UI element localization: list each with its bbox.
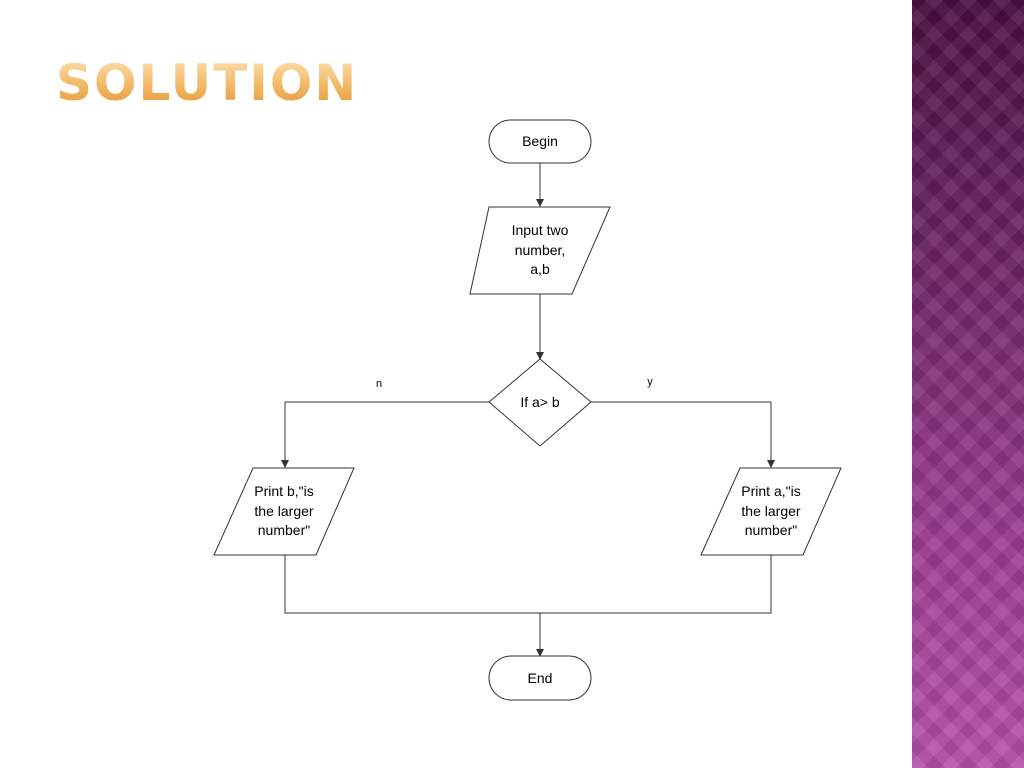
- end-label: End: [528, 670, 553, 686]
- begin-node: Begin: [488, 119, 592, 164]
- decision-node: If a> b: [488, 358, 592, 447]
- print-b-label-line-3: number": [258, 522, 310, 538]
- input-label-line-1: Input two: [512, 222, 569, 238]
- connector-decision-yes-branch: [591, 401, 775, 468]
- begin-label: Begin: [522, 133, 558, 149]
- connector-print-b-merge: [284, 555, 772, 614]
- print-a-label-line-2: the larger: [741, 503, 800, 519]
- slide-title: SOLUTION: [56, 54, 359, 112]
- decision-diamond-shape: [488, 358, 592, 447]
- print-b-label-line-1: Print b,"is: [254, 483, 313, 499]
- print-b-label-line-2: the larger: [254, 503, 313, 519]
- input-parallelogram-shape: [469, 206, 611, 295]
- print-a-label-line-1: Print a,"is: [741, 483, 800, 499]
- end-node: End: [488, 655, 592, 701]
- begin-terminator-shape: [488, 119, 592, 164]
- flowchart: Begin Input two number, a,b If a> b n y …: [213, 119, 842, 701]
- print-a-node: Print a,"is the larger number": [700, 467, 842, 556]
- end-terminator-shape: [488, 655, 592, 701]
- decorative-side-panel: [912, 0, 1024, 768]
- print-b-node: Print b,"is the larger number": [213, 467, 355, 556]
- print-a-parallelogram-shape: [700, 467, 842, 556]
- connector-decision-no-branch: [281, 401, 489, 468]
- input-label-line-2: number,: [515, 242, 566, 258]
- no-branch-label: n: [376, 378, 382, 390]
- decision-label: If a> b: [520, 394, 560, 410]
- print-b-parallelogram-shape: [213, 467, 355, 556]
- input-label-line-3: a,b: [530, 261, 550, 277]
- input-node: Input two number, a,b: [469, 206, 611, 295]
- print-a-label-line-3: number": [745, 522, 797, 538]
- yes-branch-label: y: [647, 376, 653, 388]
